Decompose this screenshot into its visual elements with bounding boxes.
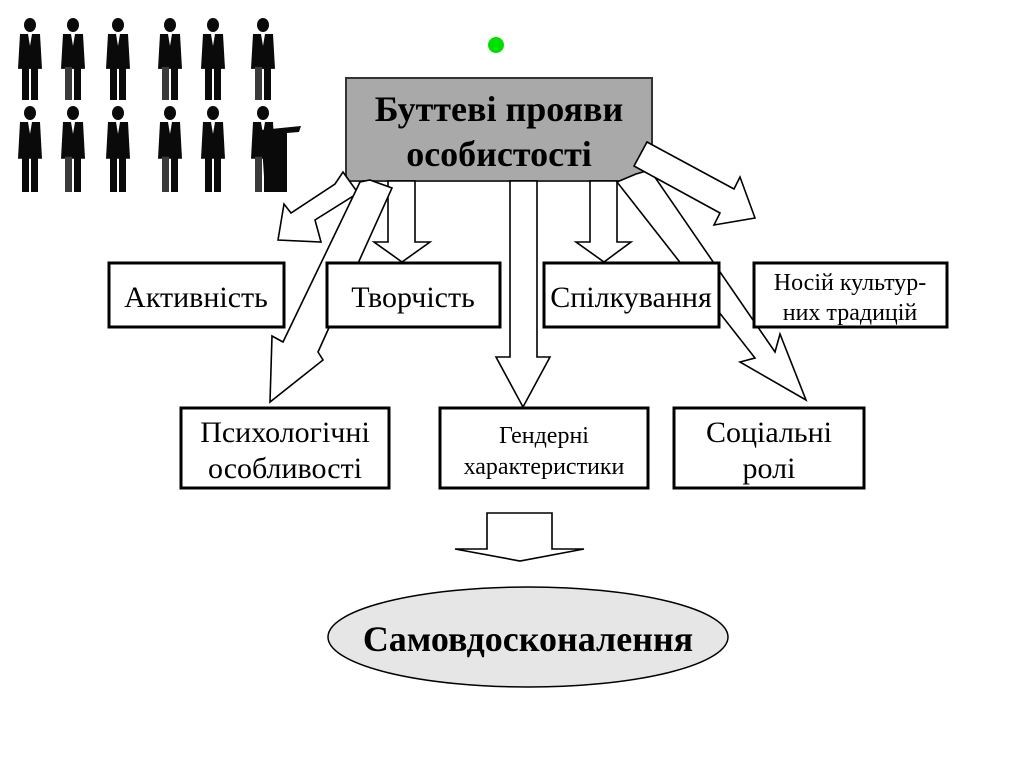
business-people-illustration [18, 18, 301, 192]
node-activity-box [107, 261, 286, 329]
root-node[interactable]: Буттеві прояви особистості [345, 77, 653, 182]
person-silhouette [201, 18, 225, 100]
podium-icon [261, 126, 301, 192]
result-node[interactable]: Самовдосконалення [327, 586, 729, 688]
node-gender[interactable]: Гендерні характеристики [438, 406, 650, 490]
node-social-roles-box [672, 406, 866, 490]
node-gender-label-line1: Гендерні [499, 423, 589, 449]
node-cultural-traditions-label-line2: них традицій [783, 300, 918, 326]
person-silhouette [251, 106, 301, 192]
node-gender-label-line2: характеристики [464, 454, 625, 480]
person-silhouette [158, 106, 182, 192]
person-silhouette [106, 106, 130, 192]
node-social-roles-label-line2: ролі [743, 452, 796, 485]
result-node-ellipse [327, 586, 729, 688]
person-silhouette [61, 106, 85, 192]
node-gender-box [438, 406, 650, 490]
arrow-to-gender [494, 180, 552, 409]
indicator-dot [488, 37, 504, 53]
node-cultural-traditions[interactable]: Носій культур- них традицій [752, 261, 949, 329]
arrow-to-cultural-traditions [632, 140, 757, 227]
person-silhouette [251, 18, 275, 100]
arrow-to-activity [277, 170, 360, 243]
node-psychological-label-line1: Психологічні [200, 416, 370, 449]
root-node-box [345, 77, 653, 182]
node-social-roles[interactable]: Соціальні ролі [672, 406, 866, 490]
person-silhouette [201, 106, 225, 192]
node-psychological[interactable]: Психологічні особливості [179, 406, 391, 490]
person-silhouette [106, 18, 130, 100]
node-communication-label: Спілкування [550, 281, 712, 314]
node-activity[interactable]: Активність [107, 261, 286, 329]
node-cultural-traditions-box [752, 261, 949, 329]
node-social-roles-label-line1: Соціальні [706, 416, 832, 449]
node-psychological-label-line2: особливості [208, 452, 362, 485]
person-silhouette [61, 18, 85, 100]
root-node-label-line2: особистості [406, 134, 592, 174]
person-silhouette [158, 18, 182, 100]
person-silhouette [18, 106, 42, 192]
arrow-to-result [454, 512, 585, 562]
node-cultural-traditions-label-line1: Носій культур- [774, 270, 927, 296]
person-silhouette [18, 18, 42, 100]
node-creativity[interactable]: Творчість [325, 261, 502, 329]
root-node-label-line1: Буттеві прояви [375, 89, 623, 129]
node-creativity-box [325, 261, 502, 329]
node-psychological-box [179, 406, 391, 490]
result-node-label: Самовдосконалення [363, 619, 693, 659]
arrow-to-creativity [371, 180, 433, 263]
node-communication-box [542, 261, 721, 329]
arrow-to-communication [573, 180, 634, 263]
node-activity-label: Активність [124, 281, 268, 314]
node-creativity-label: Творчість [351, 281, 475, 314]
node-communication[interactable]: Спілкування [542, 261, 721, 329]
